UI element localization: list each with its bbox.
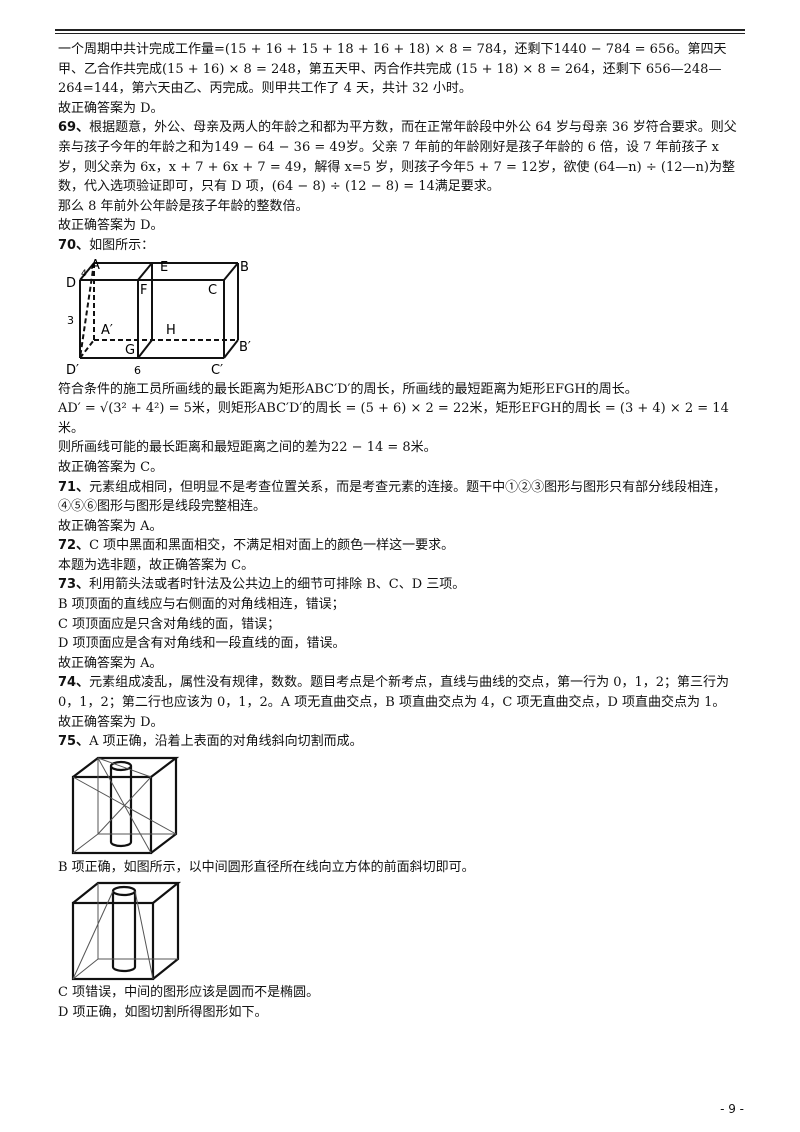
label-4: 4 — [81, 269, 87, 279]
header-rule-thin — [55, 33, 745, 34]
paragraph: B 项顶面的直线应与右侧面的对角线相连，错误； — [58, 597, 345, 613]
question-number: 71、 — [58, 479, 90, 495]
label-A-prime: A′ — [101, 323, 113, 338]
label-C-prime: C′ — [211, 363, 223, 378]
label-D: D — [66, 276, 76, 291]
question-75: 75、A 项正确，沿着上表面的对角线斜向切割而成。 — [58, 732, 746, 752]
label-6: 6 — [134, 364, 141, 377]
label-F: F — [140, 283, 147, 298]
question-number: 70、 — [58, 237, 90, 253]
paragraph: 一个周期中共计完成工作量=(15 + 16 + 15 + 18 + 16 + 1… — [58, 42, 727, 97]
paragraph: 符合条件的施工员所画线的最长距离为矩形ABC′D′的周长，所画线的最短距离为矩形… — [58, 381, 638, 397]
label-3: 3 — [67, 314, 74, 327]
question-text: A 项正确，沿着上表面的对角线斜向切割而成。 — [89, 734, 363, 750]
paragraph: 故正确答案为 D。 — [58, 100, 164, 116]
label-D-prime: D′ — [66, 363, 79, 378]
label-C: C — [208, 283, 217, 298]
question-71: 71、元素组成相同，但明显不是考查位置关系，而是考查元素的连接。题干中①②③图形… — [58, 478, 746, 517]
header-rule — [55, 29, 745, 31]
label-E: E — [160, 260, 168, 275]
paragraph: C 项错误，中间的图形应该是圆而不是椭圆。 — [58, 985, 320, 1001]
question-69: 69、根据题意，外公、母亲及两人的年龄之和都为平方数，而在正常年龄段中外公 64… — [58, 118, 746, 196]
question-text: 如图所示： — [89, 237, 155, 253]
answer: 故正确答案为 D。 — [58, 218, 164, 234]
question-text: 元素组成凌乱，属性没有规律，数数。题目考点是个新考点，直线与曲线的交点，第一行为… — [58, 675, 730, 711]
question-text: C 项中黑面和黑面相交，不满足相对面上的颜色一样这一要求。 — [89, 538, 455, 554]
question-number: 73、 — [58, 577, 90, 593]
paragraph: D 项正确，如图切割所得图形如下。 — [58, 1005, 268, 1020]
paragraph: B 项正确，如图所示，以中间圆形直径所在线向立方体的前面斜切即可。 — [58, 859, 475, 875]
question-text: 元素组成相同，但明显不是考查位置关系，而是考查元素的连接。题干中①②③图形与图形… — [58, 479, 727, 515]
question-text: 利用箭头法或者时针法及公共边上的细节可排除 B、C、D 三项。 — [89, 577, 466, 593]
answer: 故正确答案为 A。 — [58, 655, 163, 671]
label-H: H — [166, 323, 176, 338]
formula-line: AD′ = √(3² + 4²) = 5米，则矩形ABC′D′的周长 = (5 … — [58, 401, 729, 436]
question-74: 74、元素组成凌乱，属性没有规律，数数。题目考点是个新考点，直线与曲线的交点，第… — [58, 673, 746, 712]
page-content: 一个周期中共计完成工作量=(15 + 16 + 15 + 18 + 16 + 1… — [58, 40, 746, 1023]
answer: 本题为选非题，故正确答案为 C。 — [58, 557, 255, 573]
cube-cylinder-figure-a — [71, 756, 180, 854]
question-number: 72、 — [58, 538, 90, 554]
label-A: A — [91, 258, 100, 273]
paragraph: C 项顶面应是只含对角线的面，错误； — [58, 616, 281, 632]
answer: 故正确答案为 D。 — [58, 714, 164, 730]
question-70: 70、如图所示： — [58, 236, 746, 256]
paragraph: D 项顶面应是含有对角线和一段直线的面，错误。 — [58, 636, 346, 652]
question-number: 75、 — [58, 734, 90, 750]
answer: 故正确答案为 C。 — [58, 459, 164, 475]
question-73: 73、利用箭头法或者时针法及公共边上的细节可排除 B、C、D 三项。 — [58, 575, 746, 595]
question-number: 69、 — [58, 120, 90, 136]
question-text: 根据题意，外公、母亲及两人的年龄之和都为平方数，而在正常年龄段中外公 64 岁与… — [58, 120, 737, 195]
paragraph: 则所画线可能的最长距离和最短距离之间的差为22 − 14 = 8米。 — [58, 440, 437, 456]
question-72: 72、C 项中黑面和黑面相交，不满足相对面上的颜色一样这一要求。 — [58, 536, 746, 556]
cube-cylinder-figure-b — [71, 882, 182, 981]
label-B: B — [240, 260, 249, 275]
label-G: G — [125, 343, 135, 358]
box-diagram: A E B D 4 F C 3 A′ H B′ G D′ 6 C′ — [66, 258, 251, 378]
answer: 故正确答案为 A。 — [58, 518, 163, 534]
label-B-prime: B′ — [239, 340, 251, 355]
paragraph: 那么 8 年前外公年龄是孩子年龄的整数倍。 — [58, 198, 309, 214]
page-number: - 9 - — [720, 1102, 744, 1116]
question-number: 74、 — [58, 675, 90, 691]
